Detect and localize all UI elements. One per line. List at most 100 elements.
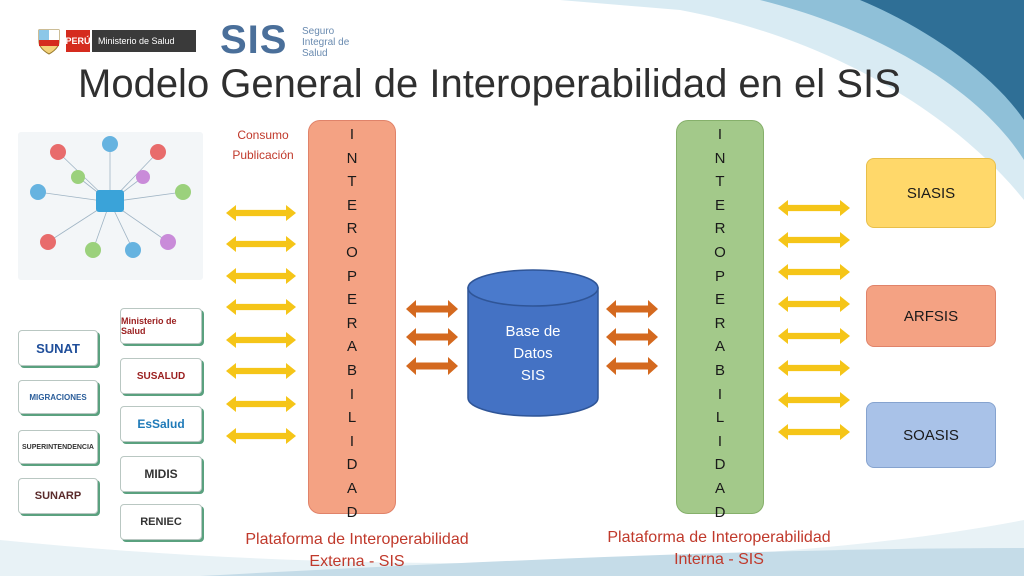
bidirectional-arrow-icon: [226, 396, 296, 412]
internal-platform-line1: Plataforma de Interoperabilidad: [607, 529, 831, 546]
bar-letter: A: [346, 338, 357, 356]
susalud-logo: SUSALUD: [120, 358, 202, 394]
bidirectional-arrow-icon: [778, 392, 850, 408]
database-label-line3: SIS: [520, 367, 546, 384]
bidirectional-arrow-icon: [606, 300, 658, 318]
bar-letter: I: [717, 385, 723, 403]
sunarp-logo: SUNARP: [18, 478, 98, 514]
bidirectional-arrow-icon: [226, 363, 296, 379]
network-graphic: [30, 136, 191, 258]
bar-letter: R: [714, 314, 726, 332]
sis-wordmark: SIS: [220, 18, 288, 62]
bidirectional-arrow-icon: [226, 299, 296, 315]
bidirectional-arrow-icon: [606, 357, 658, 375]
essalud-logo: EsSalud: [120, 406, 202, 442]
bidirectional-arrow-icon: [226, 268, 296, 284]
coat-of-arms-icon: [38, 29, 60, 55]
peru-badge: PERÚ: [66, 30, 91, 52]
left-arrows: [226, 205, 296, 444]
bar-letter: A: [714, 479, 725, 497]
page-title: Modelo General de Interoperabilidad en e…: [78, 62, 901, 106]
sunat-logo: SUNAT: [18, 330, 98, 366]
bidirectional-arrow-icon: [226, 332, 296, 348]
bar-letter: D: [346, 456, 358, 474]
midis-logo: MIDIS: [120, 456, 202, 492]
bidirectional-arrow-icon: [606, 328, 658, 346]
bar-letter: L: [715, 409, 725, 427]
bidirectional-arrow-icon: [406, 328, 458, 346]
bidirectional-arrow-icon: [778, 424, 850, 440]
bar-letter: R: [346, 314, 358, 332]
superintendencia-logo: SUPERINTENDENCIA: [18, 430, 98, 464]
entity-network-illustration: [18, 132, 203, 280]
bar-letter: T: [347, 173, 357, 191]
bar-letter: L: [347, 409, 357, 427]
bar-letter: B: [714, 361, 725, 379]
bidirectional-arrow-icon: [778, 200, 850, 216]
bar-letter: I: [717, 432, 723, 450]
bidirectional-arrow-icon: [778, 328, 850, 344]
bidirectional-arrow-icon: [778, 360, 850, 376]
caption-consumo: Consumo: [237, 128, 289, 142]
external-platform-line1: Plataforma de Interoperabilidad: [245, 531, 469, 548]
reniec-logo: RENIEC: [120, 504, 202, 540]
bar-letter: E: [346, 291, 357, 309]
bar-letter: N: [346, 149, 358, 167]
bidirectional-arrow-icon: [226, 205, 296, 221]
internal-platform-line2: Interna - SIS: [674, 551, 764, 568]
bar-letter: N: [714, 149, 726, 167]
bar-letter: I: [349, 126, 355, 143]
sis-logo: SIS Seguro Integral de Salud: [220, 18, 350, 62]
database-label: Base de Datos SIS: [468, 321, 598, 387]
ministry-label: Ministerio de Salud: [92, 30, 196, 52]
bar-letter: B: [346, 361, 357, 379]
bidirectional-arrow-icon: [778, 232, 850, 248]
peru-ministry-logo: PERÚ Ministerio de Salud: [36, 26, 196, 56]
bar-letter: A: [714, 338, 725, 356]
bar-letter: O: [714, 243, 726, 261]
bar-letter: A: [346, 479, 357, 497]
external-platform-label: Plataforma de Interoperabilidad Externa …: [212, 529, 502, 573]
external-platform-line2: Externa - SIS: [309, 553, 405, 570]
bidirectional-arrow-icon: [778, 264, 850, 280]
bar-letter: D: [714, 503, 726, 521]
internal-platform-label: Plataforma de Interoperabilidad Interna …: [574, 527, 864, 571]
migraciones-logo: MIGRACIONES: [18, 380, 98, 414]
bar-letter: I: [349, 385, 355, 403]
bidirectional-arrow-icon: [226, 236, 296, 252]
bidirectional-arrow-icon: [778, 296, 850, 312]
right-arrows: [778, 200, 850, 440]
minsa-logo: Ministerio de Salud: [120, 308, 202, 344]
caption-publicacion: Publicación: [232, 148, 294, 162]
soasis-box: SOASIS: [866, 402, 996, 468]
bar-letter: D: [714, 456, 726, 474]
bar-letter: D: [346, 503, 358, 521]
database-cylinder-icon: [467, 269, 599, 417]
sis-tagline: Seguro Integral de Salud: [302, 26, 350, 59]
siasis-box: SIASIS: [866, 158, 996, 228]
bar-letter: P: [714, 267, 725, 285]
bar-letter: O: [346, 243, 358, 261]
bar-letter: T: [715, 173, 725, 191]
bar-letter: E: [714, 291, 725, 309]
bidirectional-arrow-icon: [406, 300, 458, 318]
database-label-line2: Datos: [513, 345, 553, 362]
bar-letter: P: [346, 267, 357, 285]
bar-letter: I: [349, 432, 355, 450]
bar-letter: R: [714, 220, 726, 238]
bar-letter: E: [714, 196, 725, 214]
bar-letter: I: [717, 126, 723, 143]
arfsis-box: ARFSIS: [866, 285, 996, 347]
bar-letter: R: [346, 220, 358, 238]
bar-letter: E: [346, 196, 357, 214]
bidirectional-arrow-icon: [226, 428, 296, 444]
bidirectional-arrow-icon: [406, 357, 458, 375]
database-label-line1: Base de: [505, 323, 561, 340]
database-arrows: [406, 300, 658, 375]
